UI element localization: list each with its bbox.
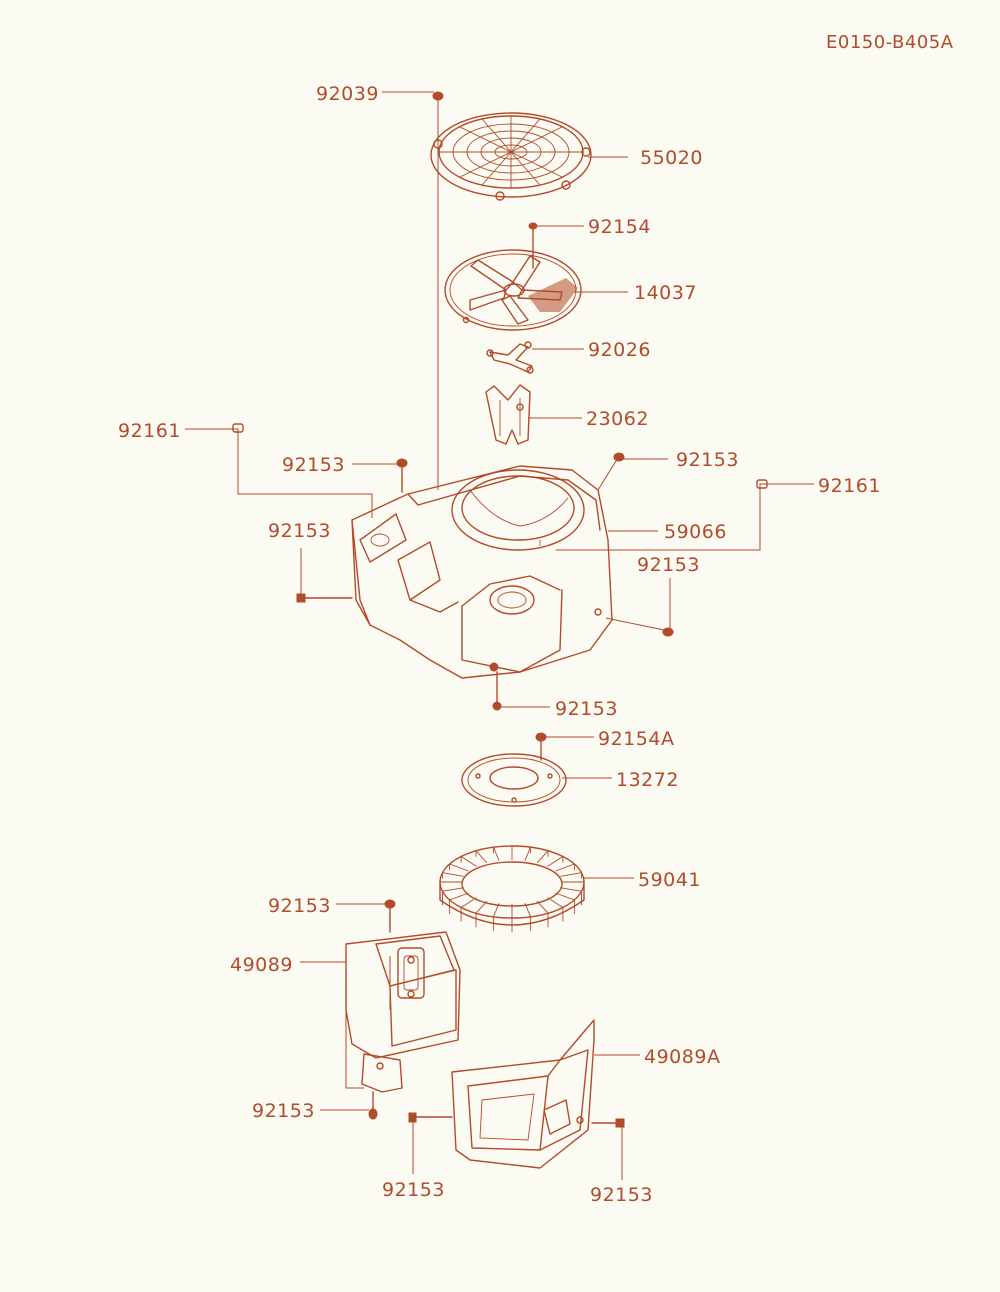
fan-blade: [547, 855, 564, 867]
fan-blade: [460, 897, 477, 922]
callout-92153-c: 92153: [268, 520, 331, 542]
callout-92153-i: 92153: [590, 1184, 653, 1206]
fan-blade: [439, 881, 462, 896]
fan-blade: [475, 900, 488, 928]
fan-blade: [560, 872, 582, 879]
spider-92026: [486, 341, 534, 374]
callout-55020: 55020: [640, 147, 703, 169]
callout-92153-e: 92153: [555, 698, 618, 720]
fan-blade: [536, 849, 549, 864]
fan-blade: [562, 881, 585, 896]
fan-blade: [492, 903, 500, 931]
fan-blade: [547, 897, 564, 922]
screw-92153-cover-a-left: [408, 1112, 453, 1123]
callout-13272: 13272: [616, 769, 679, 791]
fan-blade: [492, 847, 500, 861]
callout-labels: 92039 55020 92154 14037 92026 23062 9216…: [118, 83, 881, 1206]
callout-59066: 59066: [664, 521, 727, 543]
callout-92153-g: 92153: [252, 1100, 315, 1122]
callout-92154: 92154: [588, 216, 651, 238]
fan-blade: [555, 892, 575, 914]
callout-92039: 92039: [316, 83, 379, 105]
screw-92153-upper-left: [396, 458, 408, 493]
plate-13272: [461, 753, 567, 807]
cover-49089: [345, 931, 461, 1093]
fan-blade: [524, 847, 532, 861]
fan-blade: [442, 887, 464, 906]
fan-blade: [449, 892, 469, 914]
callout-92153-f: 92153: [268, 895, 331, 917]
callout-14037: 14037: [634, 282, 697, 304]
fan-59041: [439, 845, 585, 932]
callout-23062: 23062: [586, 408, 649, 430]
screw-92153-side-right: [605, 617, 674, 637]
screw-92153-bottom: [492, 671, 502, 711]
fan-blade: [560, 887, 582, 906]
callout-92153-h: 92153: [382, 1179, 445, 1201]
callout-92153-a: 92153: [282, 454, 345, 476]
screw-92154A: [535, 732, 547, 761]
fan-blade: [536, 900, 549, 928]
fan-blade: [524, 903, 532, 931]
reference-code: E0150-B405A: [826, 32, 954, 53]
screw-92153-side-left: [296, 593, 353, 603]
callout-92161-left: 92161: [118, 420, 181, 442]
screw-92153-cover-a-right: [591, 1118, 625, 1128]
screw-92153-cover-top: [384, 899, 396, 933]
callout-92161-right: 92161: [818, 475, 881, 497]
callout-92026: 92026: [588, 339, 651, 361]
screw-92154: [528, 222, 538, 269]
fan-blade: [460, 855, 477, 867]
screw-92153-cover-bottom: [368, 1091, 378, 1120]
callout-92154A: 92154A: [598, 728, 674, 750]
fan-14037: [444, 249, 582, 331]
fan-blade: [555, 863, 575, 872]
fan-blade: [449, 863, 469, 872]
callout-92153-d: 92153: [637, 554, 700, 576]
screw-92153-upper-right: [597, 452, 625, 491]
fan-blade: [442, 872, 464, 879]
callout-92153-b: 92153: [676, 449, 739, 471]
cover-49089A: [451, 1019, 595, 1169]
leader-lines: [185, 91, 814, 1180]
fan-blade: [475, 849, 488, 864]
bolt-92039: [432, 91, 444, 490]
housing-59066: [351, 465, 613, 679]
callout-49089A: 49089A: [644, 1046, 720, 1068]
guide-23062: [485, 384, 531, 445]
screen-55020: [430, 112, 592, 201]
callout-59041: 59041: [638, 869, 701, 891]
callout-49089: 49089: [230, 954, 293, 976]
